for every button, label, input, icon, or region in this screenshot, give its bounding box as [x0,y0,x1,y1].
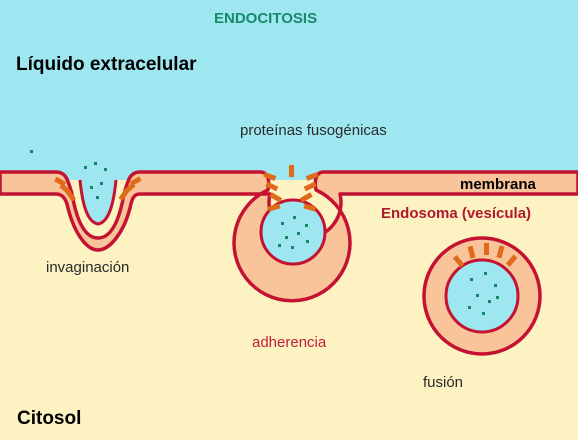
fusogenic-protein [118,188,129,201]
particle [470,278,473,281]
fusogenic-proteins-label: proteínas fusogénicas [240,122,387,139]
adherence-proteins [263,165,319,212]
fusion-vesicle-lumen [444,258,520,334]
fusogenic-protein [269,192,283,203]
cytosol-label: Citosol [17,408,82,429]
particle [90,186,93,189]
fusogenic-protein [467,245,476,259]
particle [306,240,309,243]
particle [291,246,294,249]
endosome-label: Endosoma (vesícula) [381,205,532,222]
particle [482,312,485,315]
particle [94,162,97,165]
fusogenic-protein [263,172,277,181]
stage-label-invagination: invaginación [46,259,130,276]
particle [494,284,497,287]
particle [84,166,87,169]
particles [30,150,499,315]
fusogenic-protein [452,255,465,268]
extracellular-label: Líquido extracelular [16,54,197,75]
particle [488,300,491,303]
particle [96,196,99,199]
fusogenic-protein [65,189,77,202]
extracellular-region [0,0,578,180]
particle [30,150,33,153]
fusogenic-protein [299,192,313,203]
fusogenic-protein [289,165,294,177]
particle [104,168,107,171]
fusogenic-protein [496,245,505,259]
fusogenic-protein [505,254,518,267]
particle [278,244,281,247]
invagination-inner-edge [78,179,118,226]
particle [297,232,300,235]
particle [476,294,479,297]
fusion-proteins [452,243,518,268]
particle [496,296,499,299]
fusogenic-protein [484,243,489,255]
stage-label-adherence: adherencia [252,334,327,351]
stage-label-fusion: fusión [423,374,464,391]
particle [468,306,471,309]
fusogenic-protein [267,203,281,212]
fusogenic-protein [305,172,319,181]
invagination-proteins [54,176,142,202]
particle [281,222,284,225]
fusogenic-protein [303,203,317,212]
invagination-lumen [80,180,116,224]
particle [484,272,487,275]
particle [305,224,308,227]
particle [285,236,288,239]
fusogenic-protein [303,181,317,192]
adherence-vesicle-lumen [259,198,327,266]
particle [100,182,103,185]
fusogenic-protein [265,181,279,192]
membrane-label: membrana [460,176,536,193]
diagram-title: ENDOCITOSIS [214,10,318,27]
particle [293,216,296,219]
